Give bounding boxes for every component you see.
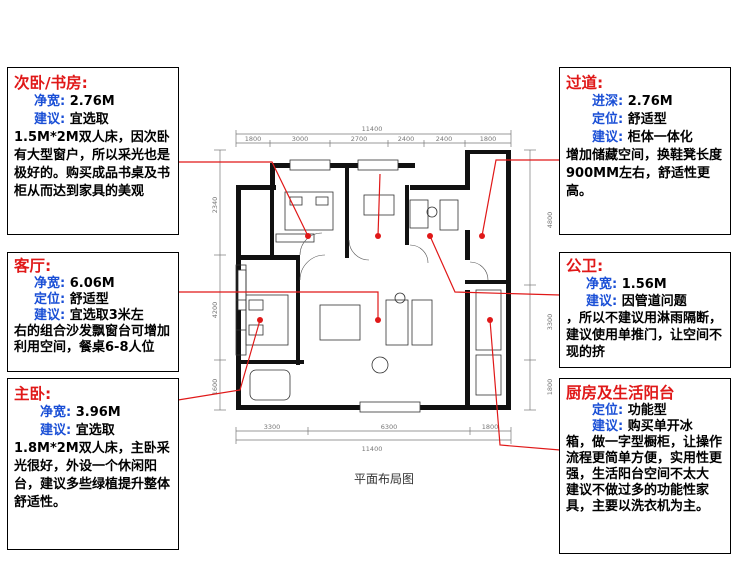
position-key: 定位: <box>34 292 66 307</box>
living-room-text: 右的组合沙发飘窗台可增加利用空间，餐桌6-8人位 <box>14 324 171 355</box>
bottom-dim-2: 6300 <box>381 423 398 431</box>
top-dim-4: 2400 <box>398 135 415 143</box>
bathroom-title: 公卫: <box>566 257 604 275</box>
diagram-caption: 平面布局图 <box>353 472 414 486</box>
bottom-dim-1: 3300 <box>264 423 281 431</box>
leader-lines <box>177 159 561 451</box>
second-bedroom-title: 次卧/书房: <box>14 74 88 92</box>
top-dim-5: 2400 <box>436 135 453 143</box>
furniture <box>235 191 502 401</box>
top-dimension-lines <box>214 130 536 444</box>
advice-key: 建议: <box>34 112 66 127</box>
width-key: 净宽: <box>34 276 66 291</box>
second-bedroom-text: 1.5M*2M双人床，因次卧有大型窗户，所以采光也是极好的。购买成品书桌及书柜从… <box>14 130 171 199</box>
advice-key: 建议: <box>592 419 624 434</box>
bottom-dim-3: 1800 <box>482 423 499 431</box>
windows <box>237 159 421 413</box>
left-dim-1: 2340 <box>211 197 219 214</box>
living-room-title: 客厅: <box>14 257 52 275</box>
annotation-bathroom: 公卫: 净宽: 1.56M 建议: 因管道问题 ，所以不建议用淋雨隔断，建议使用… <box>559 252 731 368</box>
right-dim-2: 3300 <box>546 314 554 331</box>
advice-key: 建议: <box>586 294 618 309</box>
position-key: 定位: <box>592 112 624 127</box>
annotation-kitchen: 厨房及生活阳台 定位: 功能型 建议: 购买单开冰 箱，做一字型橱柜，让操作流程… <box>559 378 731 554</box>
bathroom-text: ，所以不建议用淋雨隔断，建议使用单推门，让空间不现的挤 <box>566 311 723 360</box>
top-dim-1: 1800 <box>245 135 262 143</box>
depth-key: 进深: <box>592 94 624 109</box>
position-value: 舒适型 <box>627 112 667 127</box>
width-value: 1.56M <box>621 277 667 292</box>
position-value: 功能型 <box>627 403 667 418</box>
width-key: 净宽: <box>40 405 72 420</box>
position-key: 定位: <box>592 403 624 418</box>
annotation-living-room: 客厅: 净宽: 6.06M 定位: 舒适型 建议: 宜选取3米左 右的组合沙发飘… <box>7 252 179 372</box>
master-bedroom-title: 主卧: <box>14 385 52 403</box>
door-swings <box>299 232 489 281</box>
annotation-master-bedroom: 主卧: 净宽: 3.96M 建议: 宜选取 1.8M*2M双人床，主卧采光很好，… <box>7 378 179 550</box>
left-dim-3: 1600 <box>211 379 219 396</box>
kitchen-text: 箱，做一字型橱柜，让操作流程更简单方便，实用性更强，生活阳台空间不太大 建议不做… <box>566 435 723 514</box>
left-dim-2: 4200 <box>211 302 219 319</box>
advice-value: 宜选取3米左 <box>69 308 144 323</box>
width-value: 6.06M <box>69 276 115 291</box>
walls <box>236 150 511 410</box>
room-markers <box>257 233 493 323</box>
top-dim-6: 1800 <box>480 135 497 143</box>
advice-value: 柜体一体化 <box>627 130 693 145</box>
advice-value: 宜选取 <box>75 423 115 438</box>
top-dim-3: 2700 <box>351 135 368 143</box>
annotation-corridor: 过道: 进深: 2.76M 定位: 舒适型 建议: 柜体一体化 增加储藏空间，换… <box>559 67 731 235</box>
advice-key: 建议: <box>592 130 624 145</box>
corridor-title: 过道: <box>566 74 604 92</box>
bottom-total-dim: 11400 <box>362 445 383 453</box>
advice-value: 购买单开冰 <box>627 419 693 434</box>
advice-value: 因管道问题 <box>621 294 687 309</box>
advice-value: 宜选取 <box>69 112 109 127</box>
right-dim-3: 1800 <box>546 379 554 396</box>
dimension-labels: 11400 1800 3000 2700 2400 2400 1800 3300… <box>211 125 554 453</box>
depth-value: 2.76M <box>627 94 673 109</box>
position-value: 舒适型 <box>69 292 109 307</box>
top-total-dim: 11400 <box>362 125 383 133</box>
width-value: 2.76M <box>69 94 115 109</box>
width-key: 净宽: <box>34 94 66 109</box>
right-dim-1: 4800 <box>546 212 554 229</box>
corridor-text: 增加储藏空间，换鞋凳长度900MM左右，舒适性更高。 <box>566 148 723 199</box>
advice-key: 建议: <box>34 308 66 323</box>
master-bedroom-text: 1.8M*2M双人床，主卧采光很好，外设一个休闲阳台，建议多些绿植提升整体舒适性… <box>14 441 171 510</box>
top-dim-2: 3000 <box>292 135 309 143</box>
annotation-second-bedroom: 次卧/书房: 净宽: 2.76M 建议: 宜选取 1.5M*2M双人床，因次卧有… <box>7 67 179 235</box>
kitchen-title: 厨房及生活阳台 <box>566 384 675 402</box>
width-value: 3.96M <box>75 405 121 420</box>
width-key: 净宽: <box>586 277 618 292</box>
advice-key: 建议: <box>40 423 72 438</box>
